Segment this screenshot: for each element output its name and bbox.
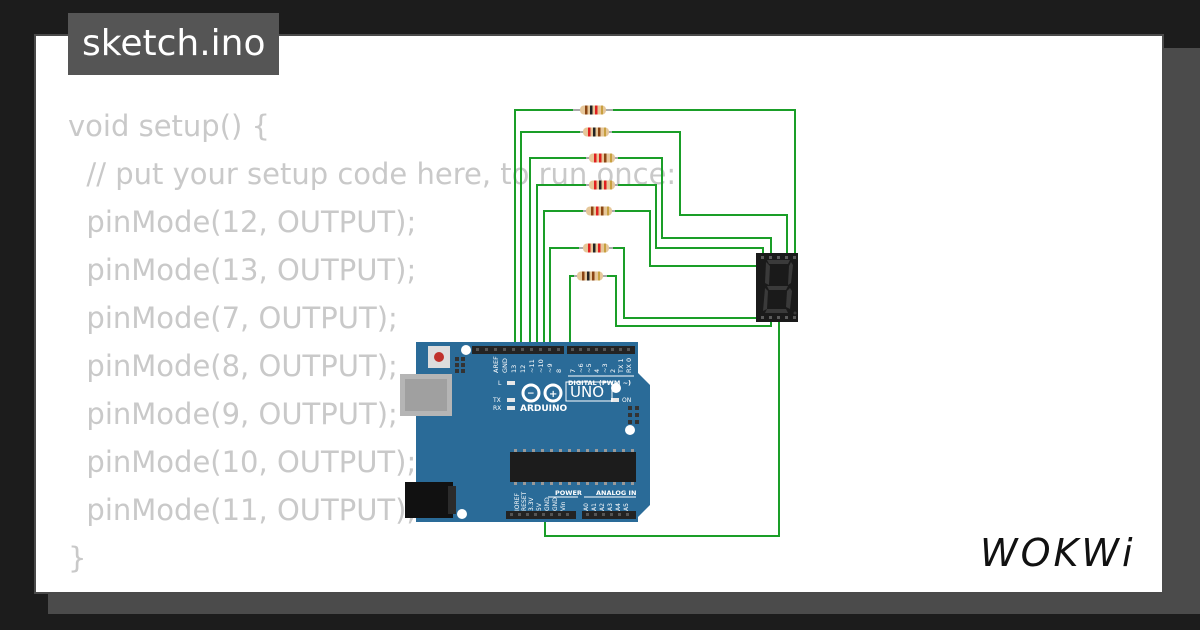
code-line: pinMode(12, OUTPUT); (68, 205, 417, 239)
l-led (507, 381, 515, 385)
power-pin-label: GND (544, 497, 551, 511)
pin-label: RX 0 (625, 358, 633, 373)
seven-segment-display[interactable] (756, 253, 798, 322)
analog-pin-label: A3 (607, 503, 614, 511)
code-line: pinMode(8, OUTPUT); (68, 349, 398, 383)
wire (543, 210, 583, 348)
pin-label: 8 (555, 369, 563, 373)
tx-led-label: TX (492, 397, 501, 404)
resistor (586, 180, 618, 190)
wire (544, 322, 780, 537)
uno-logo-text: UNO (570, 383, 604, 401)
arduino-brand: ARDUINO (520, 404, 568, 414)
analog-pin-label: A2 (599, 503, 606, 511)
wire (613, 109, 796, 253)
code-line: void setup() { (68, 109, 270, 143)
pin-label: AREF (492, 356, 500, 373)
tx-led (507, 398, 515, 402)
power-led (611, 398, 619, 402)
code-line: pinMode(11, OUTPUT); (68, 493, 417, 527)
atmega-chip (510, 452, 636, 482)
pin-label: 7 (569, 369, 577, 373)
wokwi-logo-text: WOKWi (980, 531, 1136, 575)
power-jack (405, 482, 453, 518)
wire (529, 157, 586, 348)
analog-pin-label: A1 (591, 503, 598, 511)
wire (520, 131, 580, 348)
wire (607, 275, 772, 327)
pin-label: ~11 (528, 359, 536, 373)
resistor (586, 153, 618, 163)
pin-label: ~10 (537, 359, 545, 373)
pin-label: 2 (609, 369, 617, 373)
power-pin-label: RESET (521, 491, 528, 511)
arduino-uno-board[interactable]: AREF GND 13 12 ~11 ~10 ~9 8 7 ~6 ~5 4 ~3… (400, 342, 650, 522)
wire (549, 247, 579, 348)
wokwi-logo[interactable]: WOKWi (978, 528, 1154, 576)
code-editor[interactable]: void setup() { // put your setup code he… (68, 102, 676, 582)
pin-label: GND (501, 358, 509, 373)
analog-pin-label: A4 (615, 503, 622, 511)
digital-header-high (472, 346, 564, 354)
pin-label: ~6 (577, 363, 585, 373)
code-line: } (68, 541, 87, 575)
svg-text:−: − (527, 389, 535, 399)
svg-text:+: + (549, 389, 557, 400)
wire (618, 157, 772, 253)
wire (618, 184, 764, 253)
wire (536, 184, 586, 348)
arduino-infinity-logo (521, 383, 563, 403)
analog-header (582, 511, 636, 519)
power-header (506, 511, 576, 519)
code-line: pinMode(10, OUTPUT); (68, 445, 417, 479)
rx-led-label: RX (493, 405, 501, 412)
power-pin-label: IOREF (514, 493, 521, 511)
sketch-filename-tab[interactable]: sketch.ino (68, 13, 280, 75)
resistor (574, 271, 607, 281)
pin-label: TX 1 (617, 358, 625, 374)
power-label: POWER (555, 489, 582, 497)
pin-label: 4 (593, 369, 601, 373)
rx-led (507, 406, 515, 410)
pin-label: ~9 (546, 363, 554, 373)
resistor (580, 127, 612, 137)
wire (615, 210, 756, 267)
pin-label: ~5 (585, 363, 593, 373)
code-line: pinMode(9, OUTPUT); (68, 397, 398, 431)
wire (514, 109, 573, 348)
power-pin-label: 3.3V (528, 496, 535, 511)
power-pin-label: Vin (560, 501, 567, 511)
analog-label: ANALOG IN (596, 489, 636, 497)
power-pin-label: 5V (536, 502, 543, 511)
wire (569, 275, 574, 348)
resistor (579, 243, 613, 253)
pin-label: ~3 (601, 363, 609, 373)
code-line: pinMode(13, OUTPUT); (68, 253, 417, 287)
resistor (573, 105, 613, 115)
pin-label: 13 (510, 365, 518, 373)
digital-header-low (567, 346, 635, 354)
resistor (583, 206, 615, 216)
resistors (573, 105, 618, 281)
l-led-label: L (498, 380, 502, 387)
pin-label: 12 (519, 365, 527, 373)
code-line: pinMode(7, OUTPUT); (68, 301, 398, 335)
analog-pin-label: A5 (623, 503, 630, 511)
wire (613, 247, 764, 322)
digital-label: DIGITAL (PWM ~) (568, 379, 631, 387)
wire (612, 131, 788, 253)
analog-pin-label: A0 (583, 503, 590, 511)
wires (514, 109, 796, 537)
on-led-label: ON (622, 397, 631, 404)
power-pin-label: GND (552, 497, 559, 511)
